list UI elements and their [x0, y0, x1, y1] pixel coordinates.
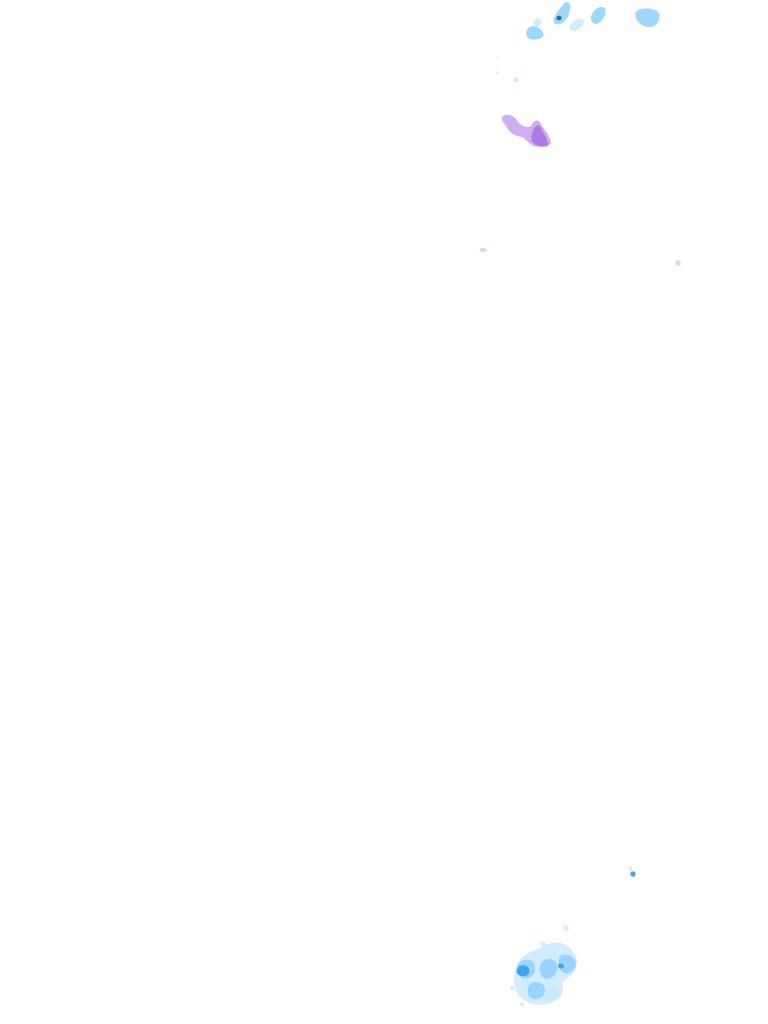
- rain-cell-southeast-speck: [629, 866, 636, 877]
- mixed-speck-east: [675, 260, 681, 266]
- mixed-cell-north: [501, 114, 551, 148]
- rain-cell-northeast: [635, 8, 660, 28]
- rain-cell-north-core: [556, 15, 562, 21]
- rain-cell-south-cluster: [510, 925, 578, 1007]
- mixed-speck-west: [479, 247, 487, 253]
- rain-cell-south-core: [516, 963, 564, 977]
